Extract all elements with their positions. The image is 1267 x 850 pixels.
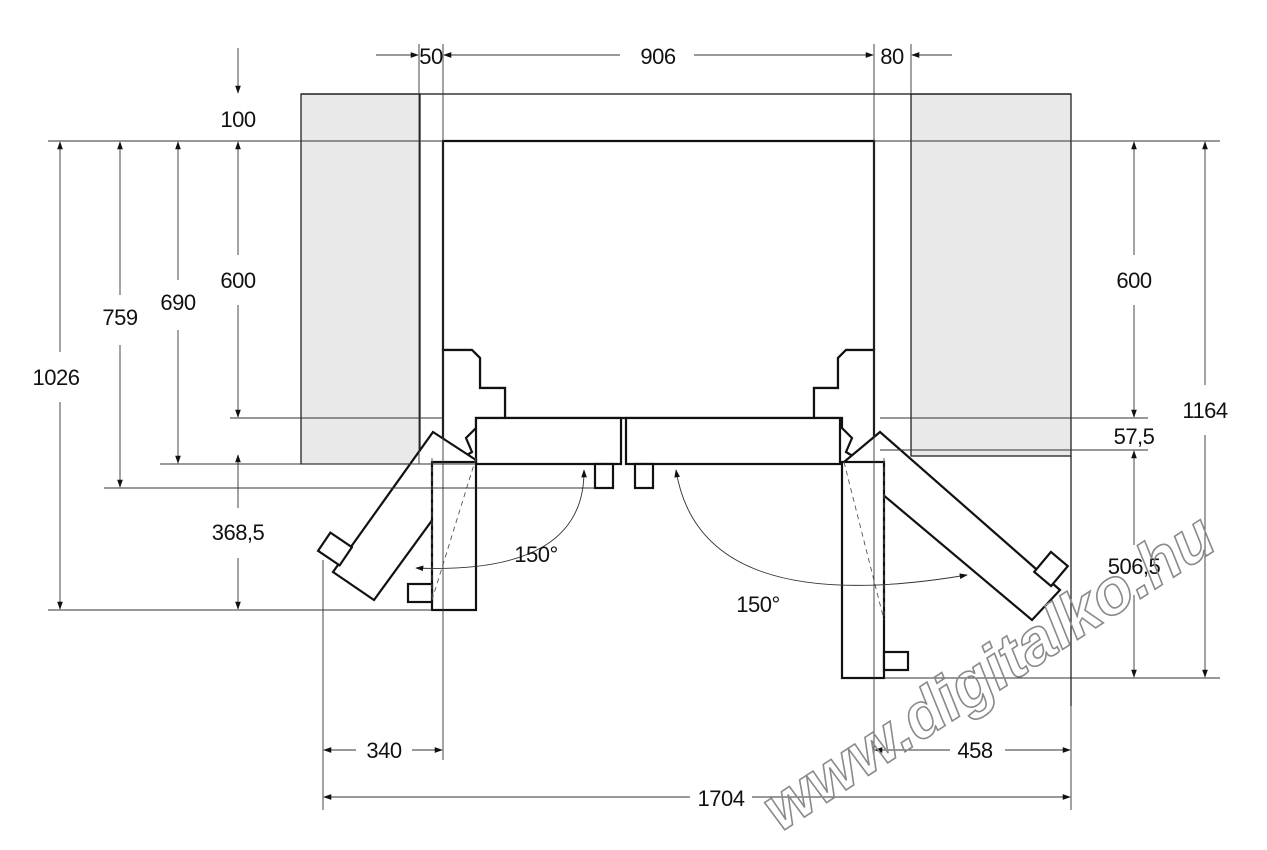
dimension-arrows [57,48,1208,800]
left-swing-arc [415,469,587,572]
dim-right-506: 506,5 [1108,554,1161,579]
dim-right-57: 57,5 [1114,424,1155,449]
dim-left-759: 759 [102,305,137,330]
dim-bottom-458: 458 [957,738,992,763]
dim-right-1164: 1164 [1182,398,1228,423]
fridge-body [441,139,876,490]
dim-left-368: 368,5 [212,520,265,545]
right-wall-recess [910,93,1072,457]
extension-lines [48,44,1220,810]
dim-bottom-1704: 1704 [698,786,745,811]
dim-top-depth: 100 [220,107,255,132]
dim-top-width: 906 [640,44,675,69]
left-angle-label: 150° [514,542,558,567]
right-angle-label: 150° [736,592,780,617]
dim-left-690: 690 [160,290,195,315]
left-wall-recess [300,93,421,465]
right-swing-arc [674,469,968,586]
dim-left-1026: 1026 [33,365,80,390]
dim-right-600: 600 [1116,268,1151,293]
dim-bottom-340: 340 [366,738,401,763]
dim-top-right-gap: 80 [880,44,904,69]
dim-top-left-gap: 50 [419,44,443,69]
dim-left-600: 600 [220,268,255,293]
